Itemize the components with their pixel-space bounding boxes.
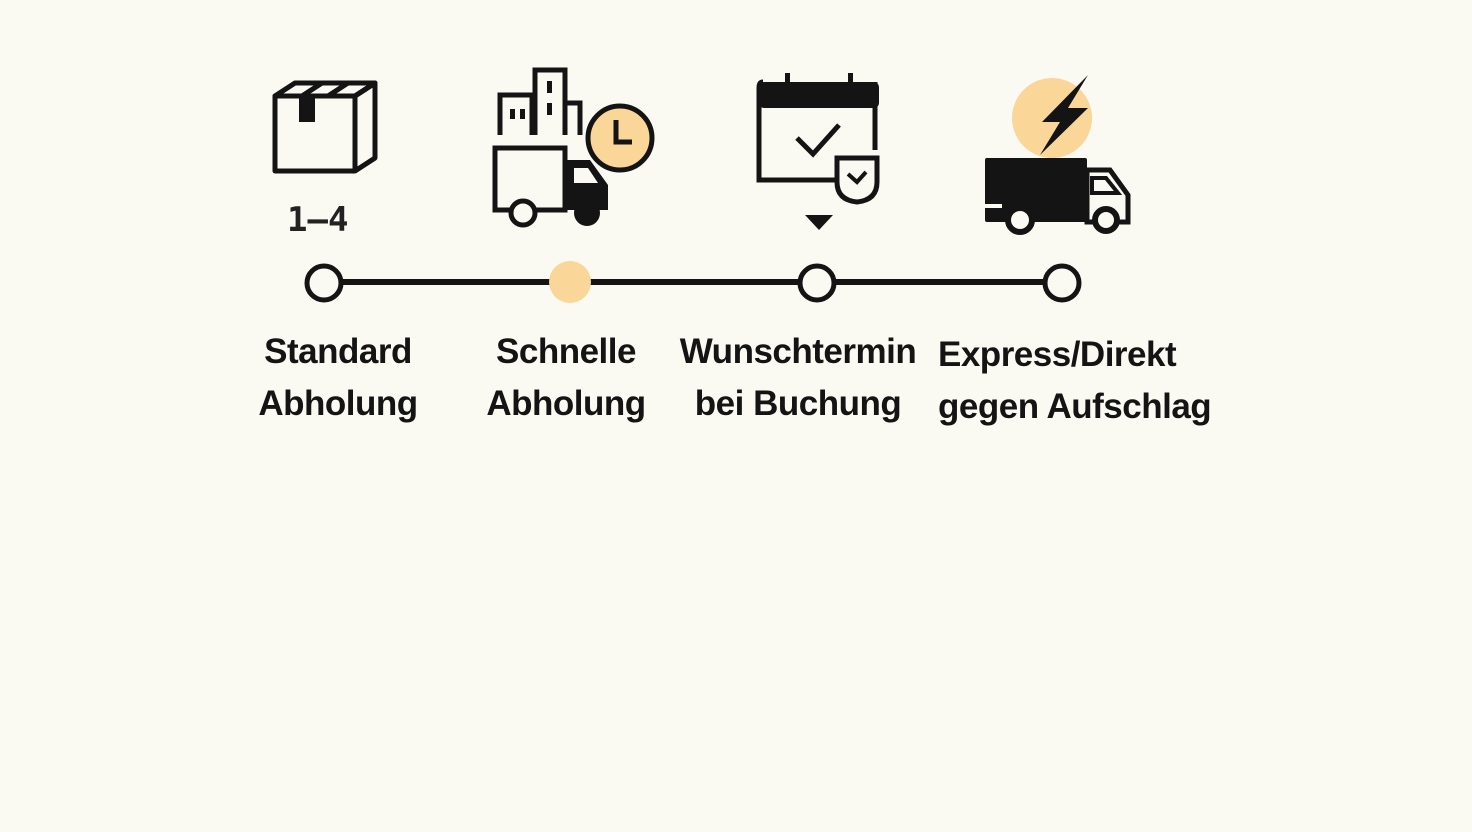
timeline-node-4[interactable]: [1042, 263, 1082, 303]
step-label-line1: Schnelle: [496, 332, 636, 371]
lightning-truck-icon: [982, 75, 1131, 235]
city-truck-clock-icon: [492, 67, 655, 228]
step-label-wunschtermin: Wunschtermin bei Buchung: [668, 326, 928, 430]
step-label-line2: Abholung: [486, 384, 646, 423]
calendar-check-shield-icon: [756, 73, 880, 230]
step-1-note: 1–4: [287, 200, 349, 240]
step-label-line2: Abholung: [258, 384, 418, 423]
step-label-line1: Express/Direkt: [938, 335, 1177, 374]
package-box-icon: [272, 80, 378, 174]
timeline-node-1[interactable]: [304, 263, 344, 303]
step-label-line2: gegen Aufschlag: [938, 387, 1212, 426]
step-label-standard: Standard Abholung: [238, 326, 438, 430]
step-label-line1: Wunschtermin: [679, 332, 917, 371]
step-label-line1: Standard: [264, 332, 412, 371]
timeline-node-3[interactable]: [797, 263, 837, 303]
step-label-line2: bei Buchung: [694, 384, 902, 423]
step-label-express: Express/Direkt gegen Aufschlag: [938, 329, 1220, 433]
step-label-schnelle: Schnelle Abholung: [466, 326, 666, 430]
timeline-node-2-active[interactable]: [549, 261, 591, 303]
